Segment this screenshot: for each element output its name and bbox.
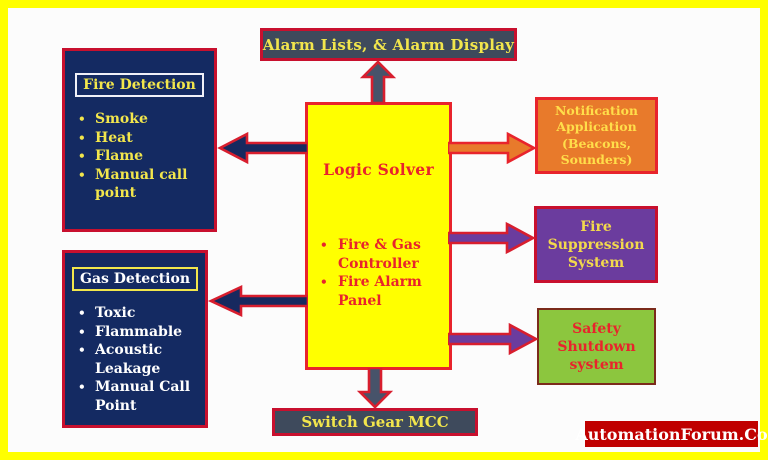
arrow-logic-to-shutdown-icon [448, 322, 539, 356]
node-label-line: Shutdown [557, 338, 636, 355]
switch-gear-node: Switch Gear MCC [272, 408, 478, 436]
node-label-line: Suppression [547, 236, 645, 253]
node-label-line: Application [556, 119, 637, 134]
arrow-logic-to-notification-icon [448, 131, 537, 165]
logic-solver-list: • Fire & Gas Controller • Fire Alarm Pan… [308, 236, 449, 310]
node-label-line: Sounders) [560, 152, 633, 167]
arrow-logic-to-suppression-icon [448, 221, 536, 255]
bullet-icon: • [78, 167, 86, 182]
fire-detection-node: Fire Detection • Smoke • Heat • Flame • … [62, 48, 217, 232]
list-item: • Smoke [78, 110, 214, 129]
list-item: • Toxic [78, 304, 205, 323]
logic-solver-title: Logic Solver [323, 160, 434, 179]
list-item: • Fire Alarm Panel [320, 273, 449, 310]
arrow-logic-to-alarm-icon [360, 60, 396, 104]
fire-detection-title: Fire Detection [75, 73, 204, 97]
bullet-icon: • [78, 130, 86, 145]
list-item: • Flame [78, 147, 214, 166]
node-label-line: system [569, 356, 624, 373]
fire-detection-list: • Smoke • Heat • Flame • Manual call poi… [65, 110, 214, 203]
node-label-line: (Beacons, [562, 135, 631, 151]
fire-suppression-node: Fire Suppression System [534, 206, 658, 283]
bullet-icon: • [320, 238, 328, 252]
switch-gear-label: Switch Gear MCC [301, 413, 449, 431]
list-item: • Heat [78, 129, 214, 148]
list-item-label: Flame [95, 148, 144, 164]
gas-detection-node: Gas Detection • Toxic • Flammable • Acou… [62, 250, 208, 428]
list-item-label: Manual Call Point [95, 379, 191, 414]
logic-solver-node: Logic Solver • Fire & Gas Controller • F… [305, 102, 452, 370]
list-item-label: Fire & Gas Controller [338, 237, 421, 272]
arrow-logic-to-switchgear-icon [357, 368, 393, 409]
watermark-label: AutomationForum.Co [575, 424, 768, 444]
list-item: • Flammable [78, 323, 205, 342]
node-label-line: Safety [572, 320, 621, 337]
safety-shutdown-node: Safety Shutdown system [537, 308, 656, 385]
list-item-label: Fire Alarm Panel [338, 274, 422, 309]
alarm-display-label: Alarm Lists, & Alarm Display [262, 35, 515, 54]
arrow-logic-to-gas-detection-icon [207, 284, 308, 318]
list-item-label: Flammable [95, 323, 183, 340]
bullet-icon: • [320, 275, 328, 289]
bullet-icon: • [78, 306, 86, 320]
bullet-icon: • [78, 324, 86, 339]
node-label-line: Notification [554, 102, 639, 118]
gas-detection-list: • Toxic • Flammable • Acoustic Leakage •… [65, 304, 205, 415]
bullet-icon: • [78, 380, 86, 394]
list-item-label: Manual call point [95, 166, 188, 202]
alarm-display-node: Alarm Lists, & Alarm Display [260, 28, 517, 61]
list-item-label: Smoke [95, 111, 148, 127]
list-item: • Manual Call Point [78, 378, 205, 415]
list-item-label: Toxic [95, 305, 136, 321]
list-item: • Fire & Gas Controller [320, 236, 449, 273]
list-item-label: Acoustic Leakage [95, 342, 163, 377]
node-label-line: System [567, 254, 625, 271]
bullet-icon: • [78, 149, 86, 163]
node-label-line: Fire [580, 218, 612, 235]
gas-detection-title: Gas Detection [71, 267, 199, 291]
list-item: • Manual call point [78, 166, 214, 203]
arrow-logic-to-fire-detection-icon [217, 131, 308, 165]
bullet-icon: • [78, 343, 86, 357]
list-item: • Acoustic Leakage [78, 341, 205, 378]
watermark-badge: AutomationForum.Co [575, 421, 768, 447]
list-item-label: Heat [95, 129, 133, 146]
bullet-icon: • [78, 112, 86, 126]
notification-application-node: Notification Application (Beacons, Sound… [535, 97, 658, 174]
